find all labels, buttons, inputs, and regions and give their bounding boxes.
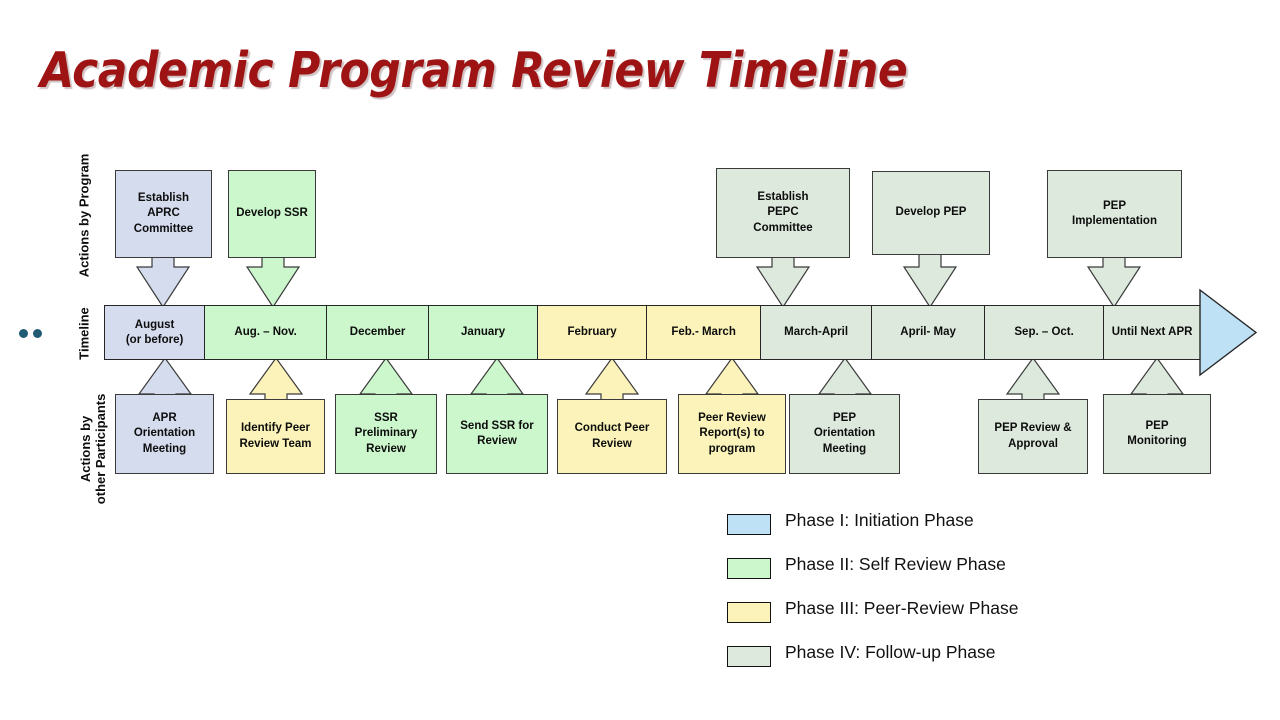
- timeline-cell-until-next-apr[interactable]: Until Next APR: [1103, 305, 1202, 360]
- node-label: Develop SSR: [236, 207, 308, 220]
- node-label: Peer Review Report(s) to program: [698, 412, 766, 455]
- axis-label-actions-by-other-participants: Actions by other Participants: [78, 393, 108, 505]
- down-arrow-develop-ssr: [245, 256, 301, 309]
- program-action-develop-pep[interactable]: Develop PEP: [872, 171, 990, 255]
- legend-label-phase-1: Phase I: Initiation Phase: [785, 510, 974, 530]
- node-label: SSR Preliminary Review: [354, 412, 418, 455]
- up-arrow-pep-monitoring: [1129, 356, 1185, 396]
- legend-label-phase-2: Phase II: Self Review Phase: [785, 554, 1006, 574]
- up-arrow-apr-orientation-meeting: [137, 356, 193, 396]
- legend-label-phase-3: Phase III: Peer-Review Phase: [785, 598, 1019, 618]
- participant-action-peer-review-report-s-to-program[interactable]: Peer Review Report(s) to program: [678, 394, 786, 474]
- timeline-cell-december[interactable]: December: [326, 305, 430, 360]
- timeline-cell-march-april[interactable]: March-April: [760, 305, 873, 360]
- participant-action-send-ssr-for-review[interactable]: Send SSR for Review: [446, 394, 548, 474]
- timeline-cell-label: August (or before): [125, 318, 184, 346]
- timeline-cell-label: Aug. – Nov.: [234, 326, 297, 339]
- down-arrow-pep-implementation: [1086, 256, 1142, 309]
- timeline-cell-label: Sep. – Oct.: [1014, 326, 1074, 339]
- down-arrow-establish-aprc-committee: [135, 256, 191, 309]
- node-label: PEP Review & Approval: [994, 422, 1072, 450]
- timeline-cell-label: March-April: [784, 326, 849, 339]
- timeline-continues-arrow: [1199, 288, 1258, 377]
- up-arrow-pep-orientation-meeting: [817, 356, 873, 396]
- timeline-cell-label: February: [567, 326, 617, 339]
- up-arrow-send-ssr-for-review: [469, 356, 525, 396]
- node-label: PEP Implementation: [1072, 199, 1157, 227]
- timeline-cell-label: Feb.- March: [671, 326, 736, 339]
- node-label: PEP Monitoring: [1127, 419, 1187, 447]
- timeline-cell-sep-oct[interactable]: Sep. – Oct.: [984, 305, 1105, 360]
- program-action-establish-pepc-committee[interactable]: Establish PEPC Committee: [716, 168, 850, 258]
- timeline-cell-label: April- May: [900, 326, 956, 339]
- legend-swatch-phase-2: [727, 558, 771, 579]
- program-action-pep-implementation[interactable]: PEP Implementation: [1047, 170, 1182, 258]
- node-label: Establish PEPC Committee: [753, 191, 813, 234]
- node-label: Conduct Peer Review: [574, 422, 650, 450]
- bullet-dot-2: [33, 329, 42, 338]
- node-label: PEP Orientation Meeting: [813, 412, 876, 455]
- legend-swatch-phase-4: [727, 646, 771, 667]
- legend-swatch-phase-3: [727, 602, 771, 623]
- timeline-cell-february[interactable]: February: [537, 305, 648, 360]
- timeline-cell-label: December: [349, 326, 406, 339]
- timeline-cell-aug-nov[interactable]: Aug. – Nov.: [204, 305, 328, 360]
- up-arrow-ssr-preliminary-review: [358, 356, 414, 396]
- participant-action-pep-monitoring[interactable]: PEP Monitoring: [1103, 394, 1211, 474]
- legend-swatch-phase-1: [727, 514, 771, 535]
- up-arrow-peer-review-report-s-to-program: [704, 356, 760, 396]
- timeline-cell-january[interactable]: January: [428, 305, 539, 360]
- page-title: Academic Program Review Timeline: [40, 42, 908, 99]
- node-label: Identify Peer Review Team: [239, 422, 312, 450]
- up-arrow-pep-review-approval: [1005, 356, 1061, 401]
- timeline-cell-august-or-before[interactable]: August (or before): [104, 305, 206, 360]
- participant-action-pep-orientation-meeting[interactable]: PEP Orientation Meeting: [789, 394, 900, 474]
- node-label: Develop PEP: [895, 206, 967, 219]
- legend-label-phase-4: Phase IV: Follow-up Phase: [785, 642, 996, 662]
- participant-action-ssr-preliminary-review[interactable]: SSR Preliminary Review: [335, 394, 437, 474]
- axis-label-actions-by-program: Actions by Program: [76, 153, 92, 278]
- timeline-cell-label: January: [461, 326, 506, 339]
- program-action-develop-ssr[interactable]: Develop SSR: [228, 170, 316, 258]
- participant-action-conduct-peer-review[interactable]: Conduct Peer Review: [557, 399, 667, 474]
- timeline-cell-april-may[interactable]: April- May: [871, 305, 986, 360]
- program-action-establish-aprc-committee[interactable]: Establish APRC Committee: [115, 170, 212, 258]
- down-arrow-establish-pepc-committee: [755, 256, 811, 309]
- axis-label-timeline: Timeline: [76, 307, 92, 360]
- timeline-cell-label: Until Next APR: [1111, 326, 1193, 339]
- up-arrow-conduct-peer-review: [584, 356, 640, 401]
- up-arrow-identify-peer-review-team: [248, 356, 304, 401]
- participant-action-pep-review-approval[interactable]: PEP Review & Approval: [978, 399, 1088, 474]
- node-label: Send SSR for Review: [460, 419, 534, 447]
- timeline-cell-feb-march[interactable]: Feb.- March: [646, 305, 762, 360]
- participant-action-apr-orientation-meeting[interactable]: APR Orientation Meeting: [115, 394, 214, 474]
- participant-action-identify-peer-review-team[interactable]: Identify Peer Review Team: [226, 399, 325, 474]
- bullet-dot-1: [19, 329, 28, 338]
- node-label: Establish APRC Committee: [133, 192, 194, 235]
- down-arrow-develop-pep: [902, 253, 958, 309]
- node-label: APR Orientation Meeting: [133, 412, 196, 455]
